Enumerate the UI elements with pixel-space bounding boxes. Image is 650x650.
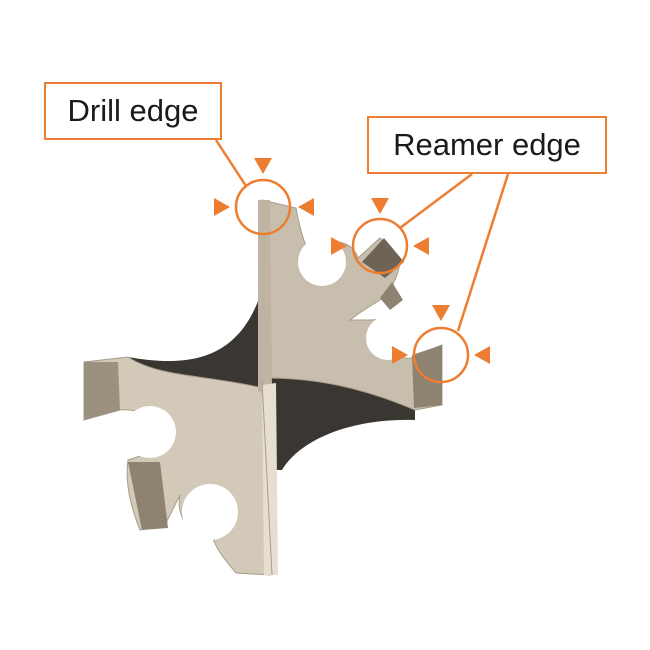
lower-left-facet-1 [84, 362, 120, 420]
drill-edge-arrow-top [254, 158, 272, 174]
upper-right-cutout-2 [366, 316, 410, 360]
reamer-edge-1-arrow-left [331, 237, 347, 255]
reamer-facet-3 [412, 345, 442, 408]
reamer-edge-label: Reamer edge [367, 116, 607, 174]
drill-edge-arrow-right [298, 198, 314, 216]
central-web-upper [258, 200, 272, 392]
reamer-edge-circle-2 [412, 326, 470, 384]
reamer-facet-2 [380, 282, 403, 310]
reamer-edge-marker-2 [392, 305, 490, 384]
leader-lines [214, 139, 510, 332]
lower-left-cutout-2 [182, 484, 238, 540]
upper-left-groove [128, 290, 262, 388]
central-web-lower [262, 383, 278, 575]
drill-edge-marker [214, 158, 314, 236]
reamer-leader-1 [399, 173, 473, 229]
drill-edge-arrow-left [214, 198, 230, 216]
lower-right-groove [268, 378, 415, 470]
drill-edge-label: Drill edge [44, 82, 222, 140]
reamer-edge-2-arrow-right [474, 346, 490, 364]
reamer-edge-1-arrow-right [413, 237, 429, 255]
reamer-edge-2-arrow-left [392, 346, 408, 364]
reamer-edge-marker-1 [331, 198, 429, 275]
lower-left-cutout-1 [124, 406, 176, 458]
drill-leader [214, 139, 248, 187]
reamer-edge-1-arrow-top [371, 198, 389, 214]
lower-left-facet-2 [128, 462, 168, 530]
reamer-leader-2 [456, 173, 510, 332]
tool-body [83, 199, 443, 576]
central-web-edge [261, 379, 273, 576]
reamer-edge-circle-1 [351, 217, 409, 275]
reamer-edge-2-arrow-top [432, 305, 450, 321]
drill-edge-circle [234, 178, 292, 236]
